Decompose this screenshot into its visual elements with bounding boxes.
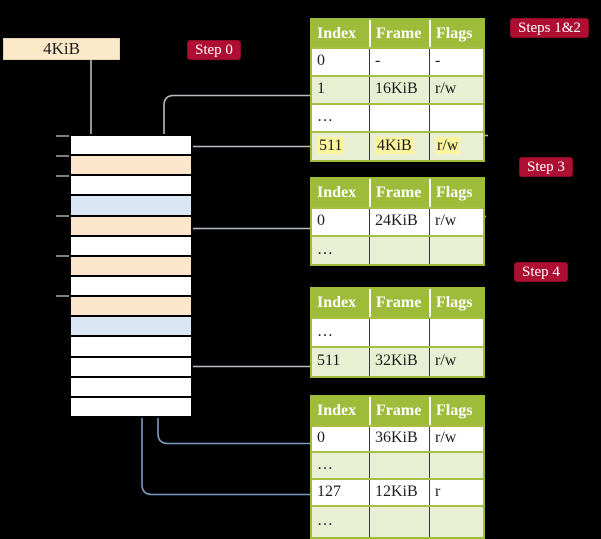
cell-index: 1 — [317, 80, 325, 97]
header-frame: Frame — [369, 289, 429, 317]
cell-frame: 16KiB — [369, 77, 429, 103]
cell-frame — [369, 105, 429, 131]
steps-1-2-badge: Steps 1&2 — [510, 18, 589, 38]
memory-row-7-plain — [71, 276, 191, 298]
table-row: … — [312, 317, 483, 346]
memory-row-12-plain — [71, 377, 191, 398]
cell-flags — [429, 319, 483, 346]
paging-diagram: 4KiB Step 0 Steps 1&2 Step 3 Step 4 Inde… — [3, 18, 589, 539]
memory-row-11-plain — [71, 357, 191, 378]
cell-index: 511 — [317, 352, 341, 369]
step-0-badge: Step 0 — [187, 40, 241, 60]
cell-flags: r — [429, 480, 483, 505]
memory-row-8-table — [71, 297, 191, 318]
header-flags: Flags — [429, 20, 483, 47]
header-frame: Frame — [369, 179, 429, 207]
cell-flags: r/w — [429, 209, 483, 235]
memory-row-9-page — [71, 317, 191, 338]
memory-row-4-table — [71, 216, 191, 237]
header-index: Index — [317, 294, 357, 311]
memory-row-5-plain — [71, 236, 191, 257]
memory-row-3-page — [71, 196, 191, 217]
cell-flags: r/w — [429, 133, 483, 160]
header-frame: Frame — [369, 20, 429, 47]
step-3-badge: Step 3 — [519, 157, 573, 177]
cell-index: 0 — [317, 212, 325, 229]
memory-row-0-plain — [71, 136, 191, 157]
cell-index: 0 — [317, 52, 325, 69]
header-index: Index — [317, 25, 357, 42]
cell-flags — [429, 237, 483, 264]
cell-frame — [369, 237, 429, 264]
cell-flags: - — [429, 49, 483, 75]
cell-index: 511 — [317, 137, 345, 154]
cell-frame: 24KiB — [369, 209, 429, 235]
table-row: … — [312, 505, 483, 537]
step-4-badge: Step 4 — [514, 262, 568, 282]
cell-index: … — [317, 512, 335, 529]
cell-index: … — [317, 323, 335, 340]
header-index: Index — [317, 402, 357, 419]
cell-index: 127 — [317, 483, 341, 500]
cell-index: … — [317, 456, 335, 473]
cell-index: 0 — [317, 429, 325, 446]
cell-index: … — [317, 241, 335, 258]
cell-flags: r/w — [429, 77, 483, 103]
cell-index: … — [317, 108, 335, 125]
cell-frame — [369, 507, 429, 537]
cell-flags: r/w — [429, 348, 483, 376]
cell-flags — [429, 507, 483, 537]
header-frame: Frame — [369, 397, 429, 425]
cell-frame — [369, 319, 429, 346]
table-row: … — [312, 235, 483, 264]
table-row: … — [312, 103, 483, 131]
frame-address-label-box: 4KiB — [3, 38, 120, 60]
cell-frame: 12KiB — [369, 480, 429, 505]
physical-memory-column — [69, 134, 193, 418]
header-flags: Flags — [429, 179, 483, 207]
header-flags: Flags — [429, 397, 483, 425]
memory-row-1-table — [71, 156, 191, 177]
memory-row-13-plain — [71, 397, 191, 416]
memory-row-10-plain — [71, 337, 191, 358]
header-flags: Flags — [429, 289, 483, 317]
table-row: … — [312, 451, 483, 478]
cell-frame: 32KiB — [369, 348, 429, 376]
table-row: 0 -- — [312, 47, 483, 75]
memory-row-2-plain — [71, 176, 191, 197]
cell-frame — [369, 453, 429, 478]
header-index: Index — [317, 184, 357, 201]
cell-flags — [429, 105, 483, 131]
cell-frame: 4KiB — [369, 133, 429, 160]
cell-frame: - — [369, 49, 429, 75]
cell-flags — [429, 453, 483, 478]
cell-frame: 36KiB — [369, 427, 429, 451]
memory-row-6-table — [71, 256, 191, 277]
cell-flags: r/w — [429, 427, 483, 451]
